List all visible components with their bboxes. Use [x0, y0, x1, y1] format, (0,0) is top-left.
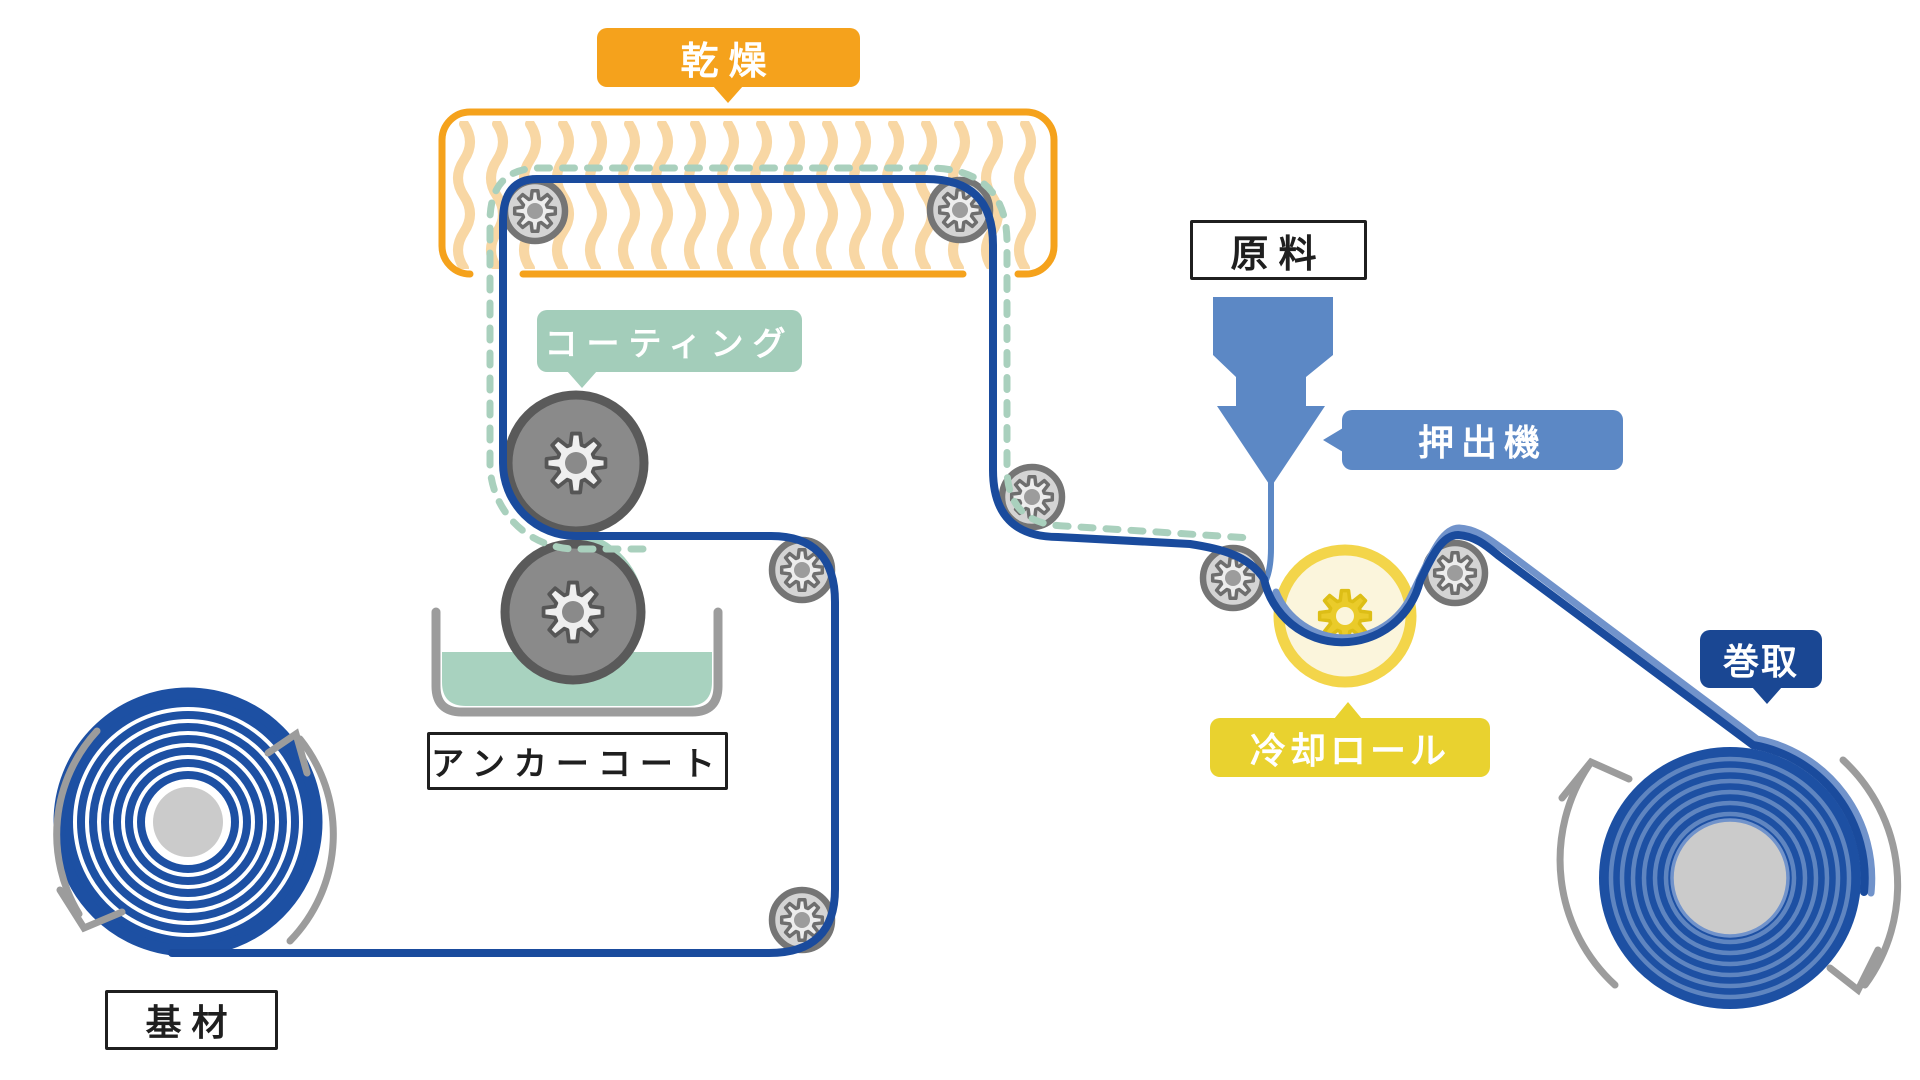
label-pointer-icon — [1334, 702, 1362, 719]
takeup-roll — [1556, 747, 1902, 1009]
film-path — [168, 175, 1869, 957]
unwind-roll — [53, 687, 337, 957]
label-raw-material: 原料 — [1190, 220, 1367, 280]
label-extruder: 押出機 — [1323, 410, 1623, 470]
extruder-funnel — [1213, 297, 1333, 586]
roll-core — [1670, 818, 1790, 938]
label-drying: 乾燥 — [597, 28, 860, 103]
roll-core — [153, 787, 223, 857]
coating-roll-bottom — [500, 531, 646, 693]
rotation-arrow-icon — [1556, 756, 1902, 996]
label-cooling-roll-text: 冷却ロール — [1249, 729, 1450, 771]
gear-icon — [772, 890, 832, 950]
rotation-arrow-icon — [53, 727, 337, 945]
label-pointer-icon — [567, 371, 597, 388]
label-pointer-icon — [713, 86, 743, 103]
label-anchor-coat: アンカーコート — [427, 732, 728, 790]
coating-layer-dashed — [486, 164, 1254, 553]
label-base-material-text: 基材 — [145, 1002, 238, 1043]
tray-wall — [431, 607, 723, 717]
label-winding-text: 巻取 — [1722, 641, 1799, 682]
label-coating: コーティング — [537, 310, 802, 388]
label-winding: 巻取 — [1700, 630, 1822, 704]
label-pointer-icon — [1323, 428, 1343, 452]
label-base-material: 基材 — [105, 990, 278, 1050]
label-extruder-text: 押出機 — [1417, 422, 1547, 463]
laminate-film-light — [1272, 524, 1876, 897]
cooling-roll — [1273, 544, 1417, 688]
label-cooling-roll: 冷却ロール — [1210, 702, 1490, 777]
label-raw-material-text: 原料 — [1230, 233, 1327, 276]
label-coating-text: コーティング — [544, 325, 795, 362]
label-drying-text: 乾燥 — [680, 41, 777, 83]
label-pointer-icon — [1752, 687, 1782, 704]
coating-roll-top — [503, 390, 649, 536]
label-anchor-coat-text: アンカーコート — [431, 745, 724, 782]
gear-icon — [772, 540, 832, 600]
oven-border — [438, 108, 1058, 278]
